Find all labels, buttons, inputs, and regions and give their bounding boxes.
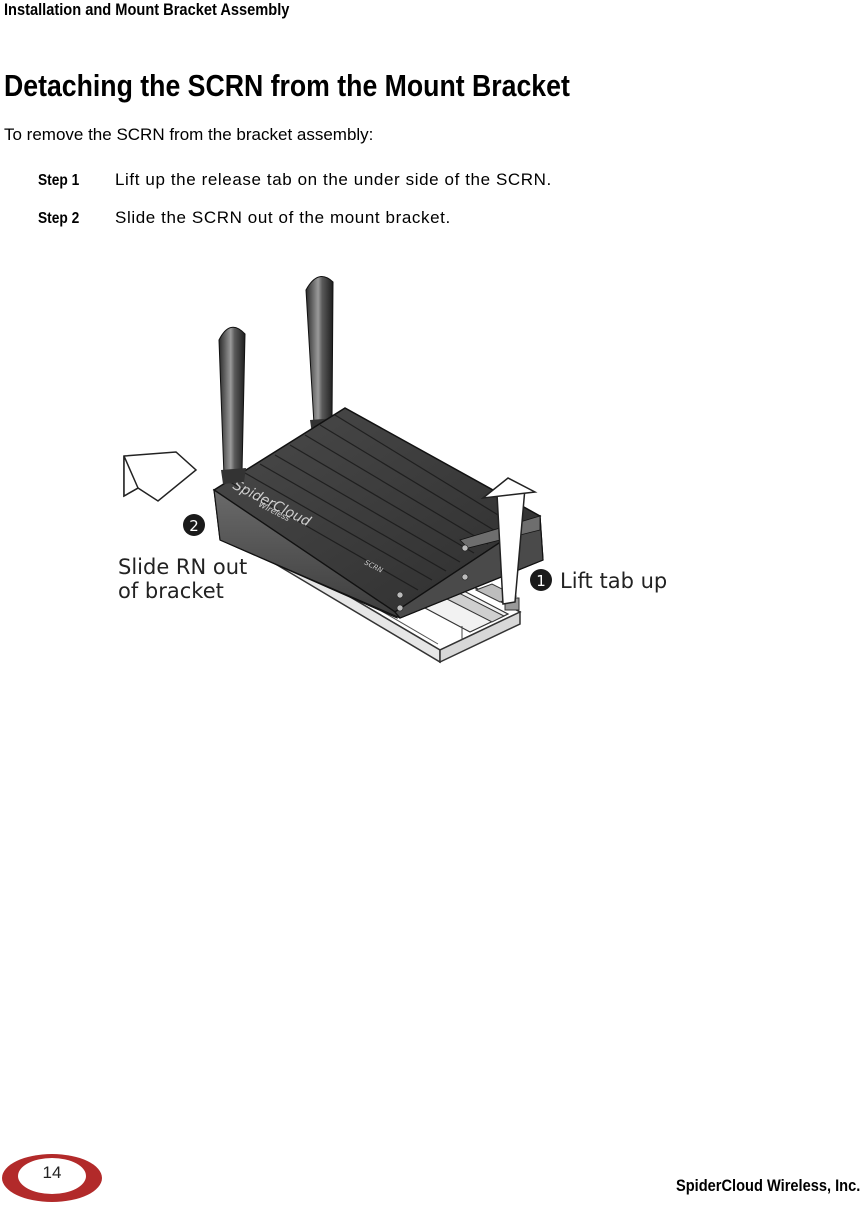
page-title: Detaching the SCRN from the Mount Bracke… (4, 68, 570, 103)
step-label: Step 1 (38, 172, 80, 189)
section-header: Installation and Mount Bracket Assembly (4, 0, 290, 19)
callout-2-badge: 2 (183, 514, 205, 536)
callout-1-number: 1 (536, 572, 546, 590)
page-number-badge (2, 1154, 102, 1202)
antenna-front (218, 326, 246, 484)
step-1: Step 1 Lift up the release tab on the und… (38, 170, 552, 190)
callout-1-badge: 1 (530, 569, 552, 591)
step-2: Step 2 Slide the SCRN out of the mount br… (38, 208, 451, 228)
slide-arrow (123, 451, 198, 502)
page-number: 14 (42, 1163, 62, 1182)
intro-text: To remove the SCRN from the bracket asse… (4, 125, 374, 144)
callout-2-label: Slide RN out of bracket (118, 555, 247, 603)
footer-company: SpiderCloud Wireless, Inc. (675, 1176, 860, 1195)
callout-1-label: Lift tab up (560, 569, 668, 593)
step-text: Lift up the release tab on the under sid… (115, 170, 552, 189)
callout-2-line1: Slide RN out (118, 555, 248, 579)
device-illustration: SpiderCloud Wireless SCRN 2 1 (0, 260, 864, 685)
step-text: Slide the SCRN out of the mount bracket. (115, 208, 451, 227)
antenna-rear (305, 276, 336, 434)
scrn-bracket-drawing: SpiderCloud Wireless SCRN 2 1 (123, 276, 552, 664)
callout-2-number: 2 (189, 517, 199, 535)
lift-arrow (480, 477, 538, 605)
step-label: Step 2 (38, 210, 80, 227)
callout-2-line2: of bracket (118, 579, 224, 603)
